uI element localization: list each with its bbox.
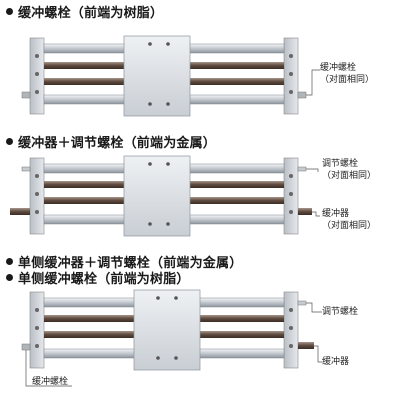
callout-label: 调节螺栓 [322, 159, 359, 169]
section-2-title: 缓冲器＋调节螺栓（前端为金属） [6, 132, 216, 151]
callout-sublabel: （对面相同） [320, 75, 375, 85]
section-3-title-b: 单侧缓冲螺栓（前端为树脂） [6, 268, 190, 287]
section-3-title-a-text: 单侧缓冲器＋调节螺栓（前端为金属） [18, 256, 243, 271]
actuator-3 [21, 289, 314, 371]
callout-cushion-bolt-3: 缓冲螺栓 [32, 376, 68, 388]
section-3-title-b-text: 单侧缓冲螺栓（前端为树脂） [18, 272, 190, 287]
actuator-2 [10, 155, 312, 237]
callout-sublabel: （对面相同） [322, 171, 377, 181]
section-1-title: 缓冲螺栓（前端为树脂） [6, 2, 163, 21]
leader-lines [25, 69, 322, 387]
section-3-title-a: 单侧缓冲器＋调节螺栓（前端为金属） [6, 252, 242, 271]
callout-shock-absorber-3: 缓冲器 [322, 356, 349, 368]
bullet-icon [6, 138, 13, 145]
callout-label: 调节螺栓 [322, 307, 359, 317]
callout-label: 缓冲器 [322, 209, 350, 219]
section-2-title-text: 缓冲器＋调节螺栓（前端为金属） [18, 136, 217, 151]
callout-label: 缓冲螺栓 [32, 377, 69, 387]
section-1-title-text: 缓冲螺栓（前端为树脂） [18, 6, 164, 21]
callout-adjust-bolt-3: 调节螺栓 [322, 306, 358, 318]
callout-shock-absorber-2: 缓冲器 （对面相同） [322, 208, 376, 232]
bullet-icon [6, 258, 13, 265]
callout-sublabel: （对面相同） [322, 221, 377, 231]
bullet-icon [6, 274, 13, 281]
callout-label: 缓冲器 [322, 357, 350, 367]
callout-label: 缓冲螺栓 [320, 63, 357, 73]
callout-adjust-bolt-2: 调节螺栓 （对面相同） [322, 158, 376, 182]
bullet-icon [6, 8, 13, 15]
callout-cushion-bolt-1: 缓冲螺栓 （对面相同） [320, 62, 374, 86]
actuator-1 [21, 35, 307, 117]
